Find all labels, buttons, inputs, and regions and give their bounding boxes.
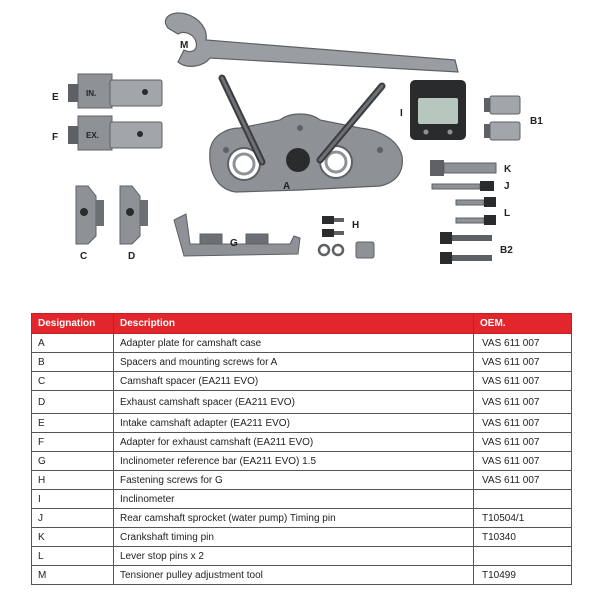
table-row: M Tensioner pulley adjustment tool T1049…	[31, 565, 572, 585]
cell-oem: VAS 611 007	[473, 470, 572, 490]
cell-oem: VAS 611 007	[473, 451, 572, 471]
tool-kit-illustration: M A E IN. F EX. C	[52, 12, 543, 264]
lever-stop-pins-l-graphic	[455, 197, 496, 225]
label-e: E	[52, 92, 59, 103]
cell-description: Rear camshaft sprocket (water pump) Timi…	[113, 508, 474, 528]
cell-designation: M	[31, 565, 114, 585]
mounting-screws-b2-graphic	[440, 232, 492, 264]
cell-oem: VAS 611 007	[473, 352, 572, 372]
cell-description: Tensioner pulley adjustment tool	[113, 565, 474, 585]
label-g: G	[230, 238, 238, 249]
cell-designation: B	[31, 352, 114, 372]
intake-adapter-e-graphic	[68, 73, 163, 109]
exhaust-adapter-f-graphic	[68, 115, 163, 151]
table-row: H Fastening screws for G VAS 611 007	[31, 470, 572, 490]
cell-oem: VAS 611 007	[473, 390, 572, 414]
cell-oem: T10504/1	[473, 508, 572, 528]
timing-pin-j-graphic	[431, 181, 494, 191]
label-f: F	[52, 132, 58, 143]
table-row: E Intake camshaft adapter (EA211 EVO) VA…	[31, 413, 572, 433]
label-h: H	[352, 220, 359, 231]
cell-designation: F	[31, 432, 114, 452]
cell-oem	[473, 489, 572, 509]
cell-designation: G	[31, 451, 114, 471]
fastening-screws-h-graphic	[317, 216, 375, 259]
cell-oem: VAS 611 007	[473, 413, 572, 433]
label-b2: B2	[500, 245, 513, 256]
label-e-mark: IN.	[86, 89, 96, 98]
cell-description: Spacers and mounting screws for A	[113, 352, 474, 372]
table-row: F Adapter for exhaust camshaft (EA211 EV…	[31, 432, 572, 452]
table-row: K Crankshaft timing pin T10340	[31, 527, 572, 547]
reference-bar-g-graphic	[173, 213, 301, 257]
label-a: A	[283, 181, 290, 192]
cell-description: Lever stop pins x 2	[113, 546, 474, 566]
table-row: G Inclinometer reference bar (EA211 EVO)…	[31, 451, 572, 471]
header-description: Description	[113, 313, 474, 334]
cell-designation: L	[31, 546, 114, 566]
label-f-mark: EX.	[86, 131, 99, 140]
adapter-plate-a-graphic	[209, 74, 403, 193]
cell-oem: T10499	[473, 565, 572, 585]
table-row: B Spacers and mounting screws for A VAS …	[31, 352, 572, 372]
cell-description: Adapter for exhaust camshaft (EA211 EVO)	[113, 432, 474, 452]
cell-designation: I	[31, 489, 114, 509]
cell-designation: C	[31, 371, 114, 391]
label-j: J	[504, 181, 510, 192]
table-header-row: Designation Description OEM.	[31, 313, 572, 334]
label-i: I	[400, 108, 403, 119]
inclinometer-i-graphic	[410, 80, 466, 140]
cell-description: Exhaust camshaft spacer (EA211 EVO)	[113, 390, 474, 414]
table-row: L Lever stop pins x 2	[31, 546, 572, 566]
header-oem: OEM.	[473, 313, 572, 334]
header-designation: Designation	[31, 313, 114, 334]
cell-designation: H	[31, 470, 114, 490]
cell-designation: E	[31, 413, 114, 433]
parts-table: Designation Description OEM. A Adapter p…	[31, 313, 572, 585]
table-row: C Camshaft spacer (EA211 EVO) VAS 611 00…	[31, 371, 572, 391]
table-row: J Rear camshaft sprocket (water pump) Ti…	[31, 508, 572, 528]
cell-description: Camshaft spacer (EA211 EVO)	[113, 371, 474, 391]
label-k: K	[504, 164, 512, 175]
cell-oem	[473, 546, 572, 566]
label-b1: B1	[530, 116, 543, 127]
cell-description: Intake camshaft adapter (EA211 EVO)	[113, 413, 474, 433]
table-row: A Adapter plate for camshaft case VAS 61…	[31, 333, 572, 353]
cell-description: Adapter plate for camshaft case	[113, 333, 474, 353]
cell-oem: VAS 611 007	[473, 333, 572, 353]
cell-oem: T10340	[473, 527, 572, 547]
cell-designation: K	[31, 527, 114, 547]
label-l: L	[504, 208, 510, 219]
cell-oem: VAS 611 007	[473, 371, 572, 391]
cell-designation: A	[31, 333, 114, 353]
wrench-m-graphic	[164, 12, 459, 73]
cell-description: Fastening screws for G	[113, 470, 474, 490]
label-c: C	[80, 251, 87, 262]
crankshaft-pin-k-graphic	[430, 160, 497, 176]
cell-description: Inclinometer	[113, 489, 474, 509]
camshaft-spacer-c-graphic	[75, 185, 104, 245]
table-row: I Inclinometer	[31, 489, 572, 509]
exhaust-spacer-d-graphic	[119, 185, 148, 245]
cell-description: Crankshaft timing pin	[113, 527, 474, 547]
table-row: D Exhaust camshaft spacer (EA211 EVO) VA…	[31, 390, 572, 414]
cell-oem: VAS 611 007	[473, 432, 572, 452]
cell-designation: D	[31, 390, 114, 414]
cell-designation: J	[31, 508, 114, 528]
label-d: D	[128, 251, 135, 262]
cell-description: Inclinometer reference bar (EA211 EVO) 1…	[113, 451, 474, 471]
label-m: M	[180, 40, 188, 51]
spacers-b1-graphic	[484, 95, 521, 141]
